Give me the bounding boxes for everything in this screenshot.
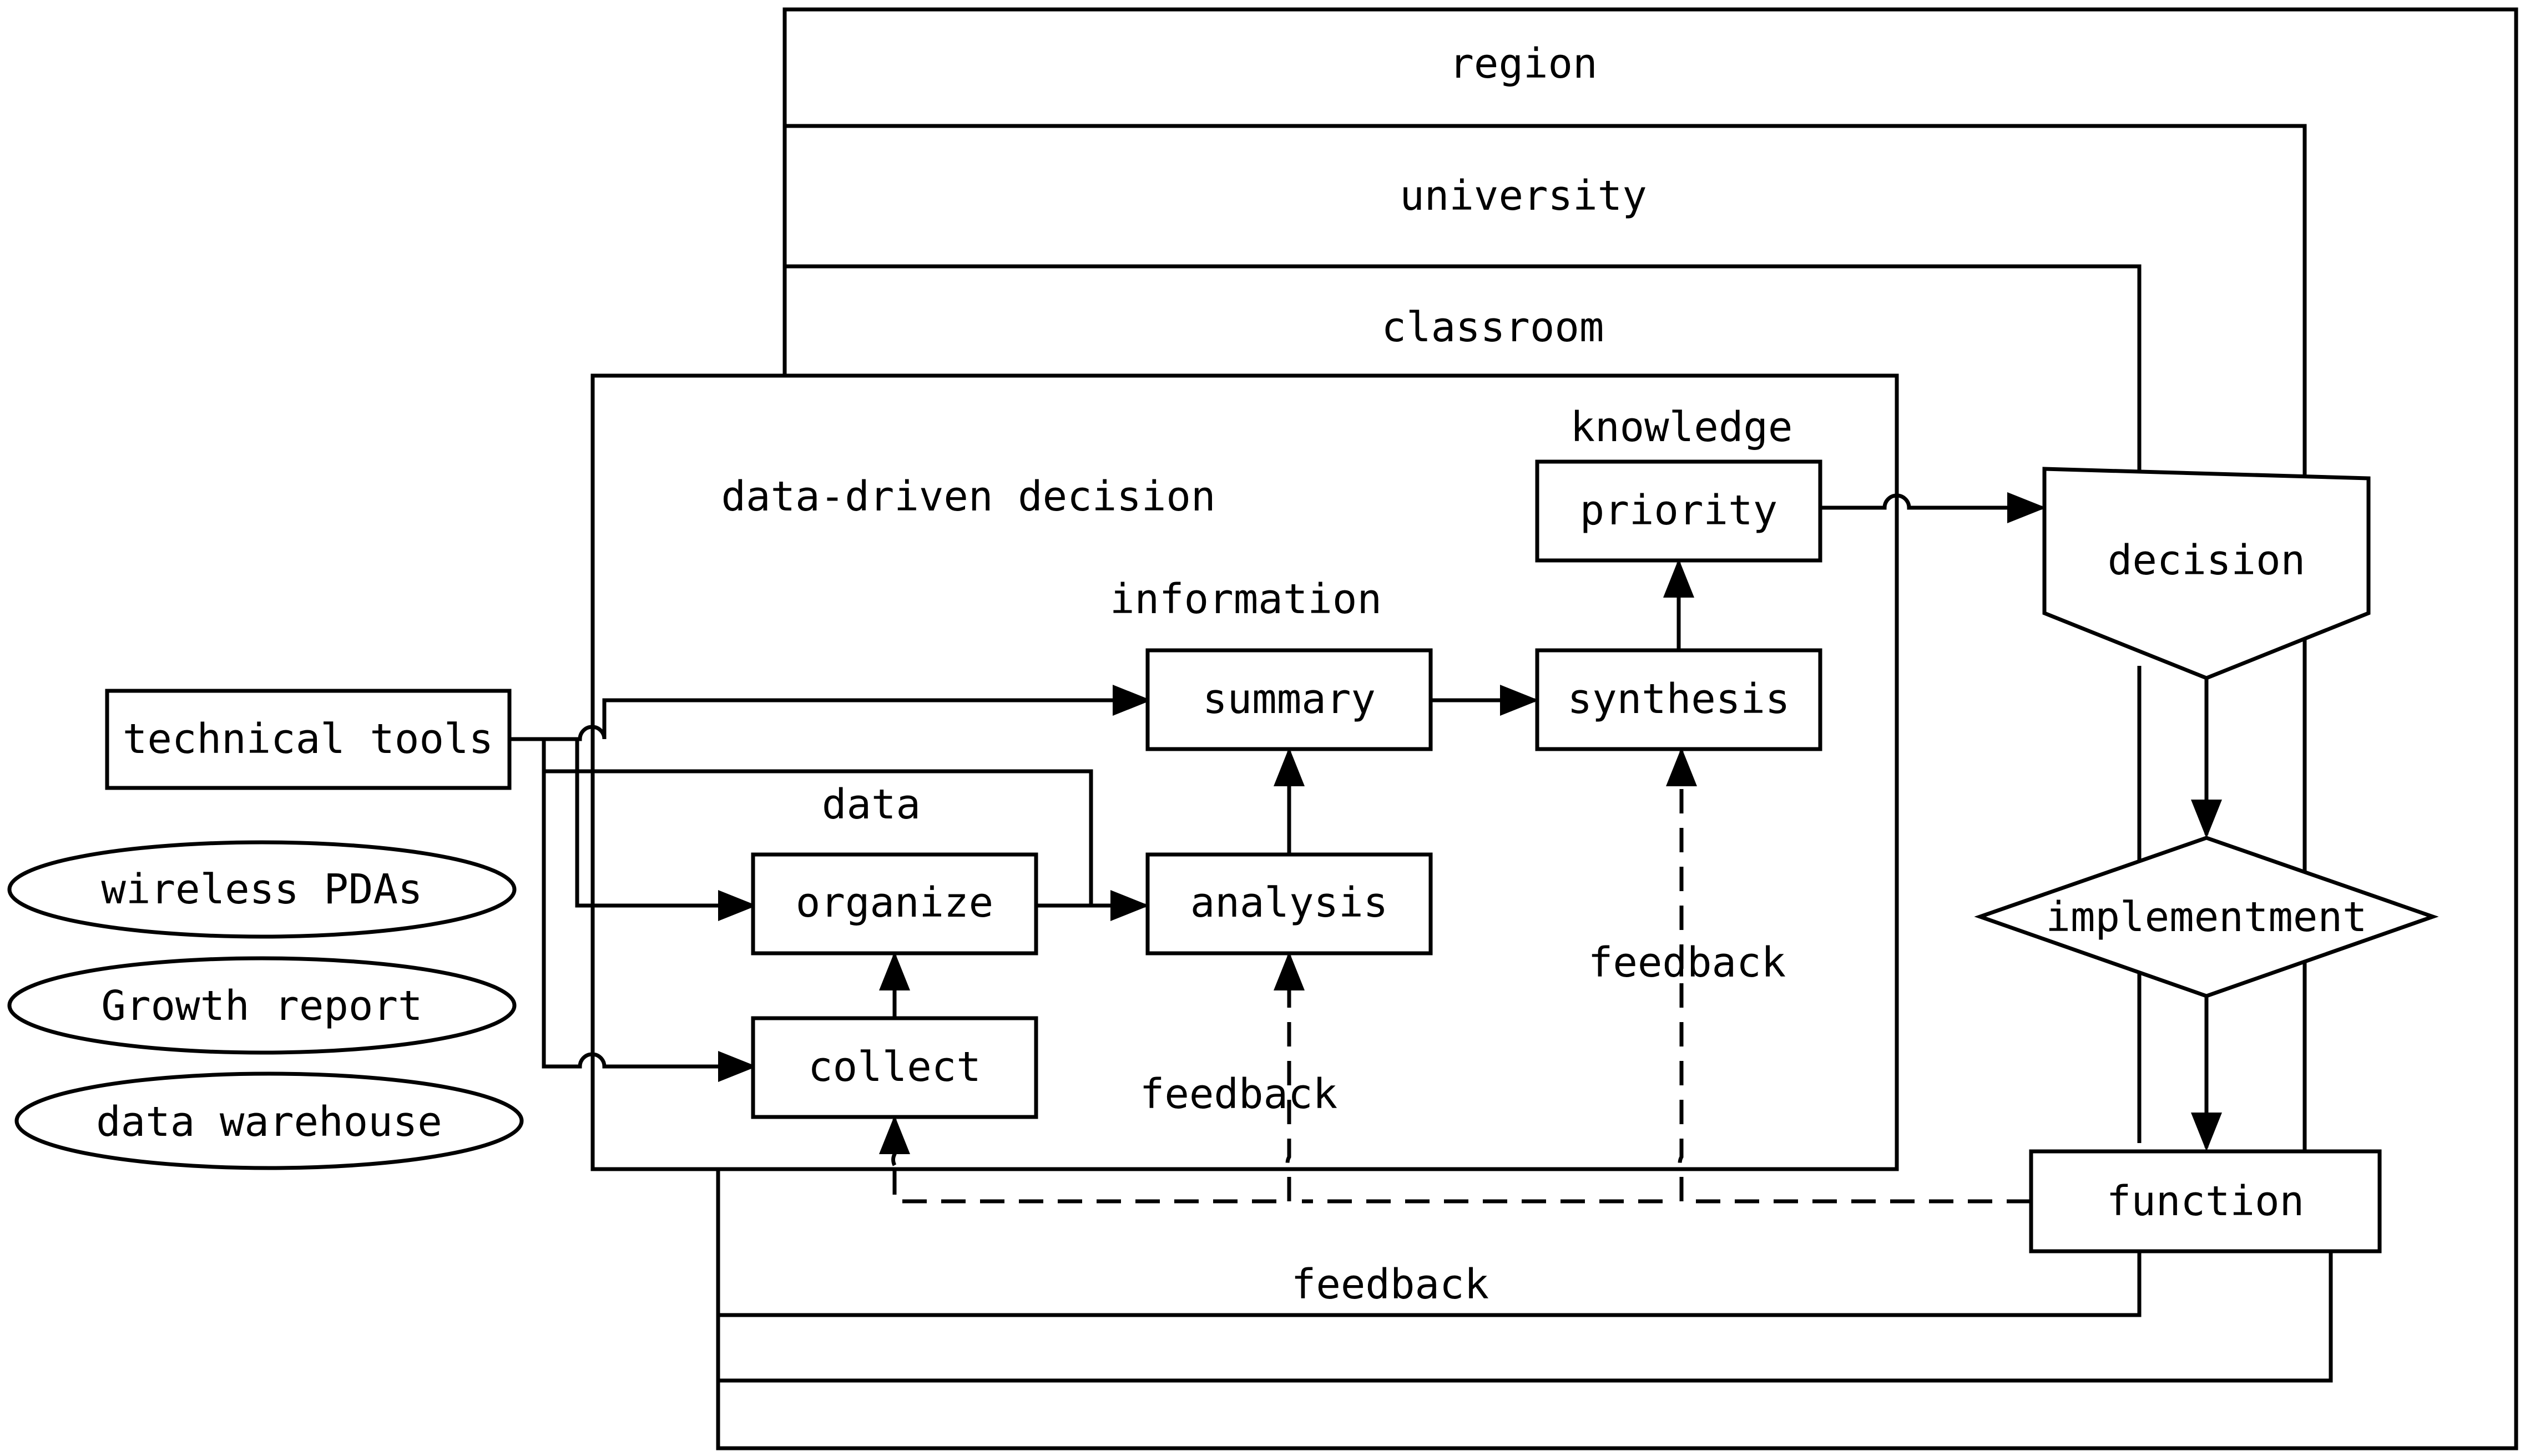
- data-warehouse-label: data warehouse: [96, 1098, 442, 1146]
- tools-to-organize-connector: [575, 739, 757, 921]
- feedback-main-dashed-line: [892, 1165, 2031, 1204]
- data-level-label: data: [822, 781, 921, 828]
- function-label: function: [2107, 1177, 2304, 1225]
- technical-tools-label: technical tools: [123, 715, 493, 763]
- decision-label: decision: [2108, 537, 2305, 584]
- summary-label: summary: [1203, 675, 1376, 723]
- organize-label: organize: [796, 879, 993, 927]
- growth-report-label: Growth report: [101, 982, 422, 1030]
- university-label: university: [1400, 172, 1647, 220]
- tools-to-collect-connector: [542, 771, 757, 1082]
- growth-report-ellipse: [7, 956, 517, 1055]
- synthesis-label: synthesis: [1568, 675, 1790, 723]
- decision-shape: [2042, 467, 2371, 680]
- data-warehouse-ellipse: [14, 1071, 524, 1170]
- feedback-label-right: feedback: [1588, 939, 1786, 987]
- feedback-to-analysis-arrow: [1274, 952, 1305, 1201]
- classroom-return-line: [718, 1253, 2142, 1317]
- feedback-to-synthesis-arrow: [1666, 747, 1697, 1201]
- wireless-pdas-label: wireless PDAs: [101, 866, 422, 913]
- function-box: [2029, 1149, 2382, 1253]
- information-level-label: information: [1110, 575, 1382, 623]
- region-label: region: [1449, 40, 1597, 88]
- collect-box: [751, 1016, 1038, 1119]
- priority-label: priority: [1580, 487, 1777, 534]
- collect-label: collect: [808, 1043, 981, 1091]
- summary-box: [1145, 648, 1433, 751]
- knowledge-level-label: knowledge: [1570, 403, 1793, 451]
- implementment-label: implementment: [2046, 893, 2367, 941]
- tools-to-summary-connector: [509, 685, 1152, 741]
- data-driven-decision-label: data-driven decision: [721, 473, 1215, 520]
- priority-to-decision-arrow: [1820, 492, 2046, 523]
- classroom-label: classroom: [1382, 304, 1604, 351]
- analysis-box: [1145, 852, 1433, 956]
- university-divider: [785, 264, 2142, 472]
- feedback-to-collect-arrow: [879, 1115, 910, 1166]
- priority-box: [1535, 459, 1822, 563]
- analysis-label: analysis: [1190, 879, 1388, 927]
- wireless-pdas-ellipse: [7, 840, 517, 939]
- feedback-label-bottom: feedback: [1291, 1261, 1489, 1308]
- feedback-label-middle: feedback: [1140, 1070, 1337, 1118]
